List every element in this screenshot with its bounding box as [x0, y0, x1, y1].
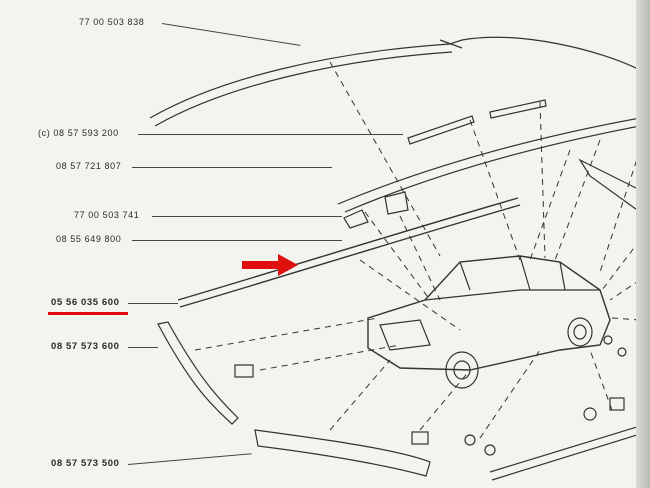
part-number-573-600: 08 57 573 600: [51, 341, 120, 352]
part-number-trim-721: 08 57 721 807: [56, 161, 122, 171]
part-number-c: (c) 08 57 593 200: [38, 128, 119, 138]
part-number-741: 77 00 503 741: [74, 210, 140, 220]
leader-line: [152, 216, 342, 217]
part-number-highlighted: 05 56 035 600: [51, 297, 120, 308]
red-arrow-icon: [242, 254, 298, 276]
highlight-underline: [48, 312, 128, 315]
part-number-573-500: 08 57 573 500: [51, 458, 120, 469]
leader-line: [132, 240, 342, 241]
leader-line: [128, 303, 178, 304]
part-number-800: 08 55 649 800: [56, 234, 122, 244]
leader-line: [138, 134, 403, 135]
page-edge: [636, 0, 650, 488]
part-number-roof-front: 77 00 503 838: [79, 17, 145, 27]
leader-line: [132, 167, 332, 168]
leader-line: [128, 347, 158, 348]
